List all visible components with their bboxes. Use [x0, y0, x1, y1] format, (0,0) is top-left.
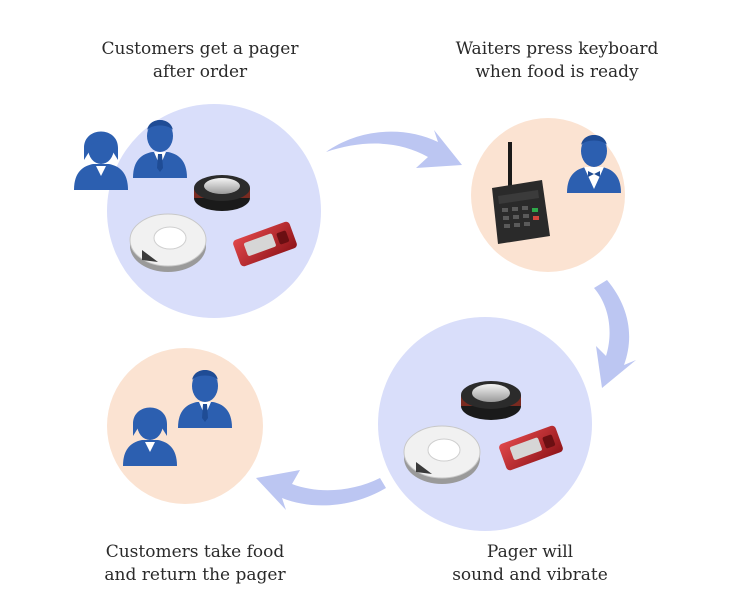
step-4-line1: Customers take food	[105, 542, 285, 562]
pager-round-black-icon	[461, 381, 521, 420]
pager-round-black-icon	[194, 175, 250, 211]
arrow-top	[326, 130, 462, 168]
waiter-icon	[567, 135, 621, 193]
step-3-circle	[378, 317, 592, 531]
pager-red-card-icon	[499, 425, 563, 471]
person-male-icon	[133, 120, 187, 178]
pager-round-white-icon	[129, 213, 207, 272]
step-1-line2: after order	[152, 62, 248, 82]
step-4-line2: and return the pager	[104, 565, 286, 585]
step-1-circle	[107, 104, 321, 318]
transmitter-keypad-icon	[492, 142, 550, 244]
arrow-icon	[256, 130, 636, 510]
person-male-icon	[178, 370, 232, 428]
step-4-label: Customers take food and return the pager	[85, 541, 305, 587]
arrow-right	[594, 280, 636, 388]
person-female-icon	[123, 407, 177, 466]
pager-red-card-icon	[233, 221, 297, 267]
step-2-label: Waiters press keyboard when food is read…	[437, 38, 677, 84]
pager-round-white-icon	[403, 425, 481, 484]
step-3-line1: Pager will	[486, 542, 574, 562]
step-1-label: Customers get a pager after order	[90, 38, 310, 84]
step-2-line1: Waiters press keyboard	[455, 39, 659, 59]
step-1-line1: Customers get a pager	[101, 39, 299, 59]
step-2-line2: when food is ready	[475, 62, 639, 82]
step-3-line2: sound and vibrate	[452, 565, 608, 585]
arrow-bottom	[256, 470, 386, 510]
step-3-label: Pager will sound and vibrate	[420, 541, 640, 587]
person-female-icon	[74, 131, 128, 190]
